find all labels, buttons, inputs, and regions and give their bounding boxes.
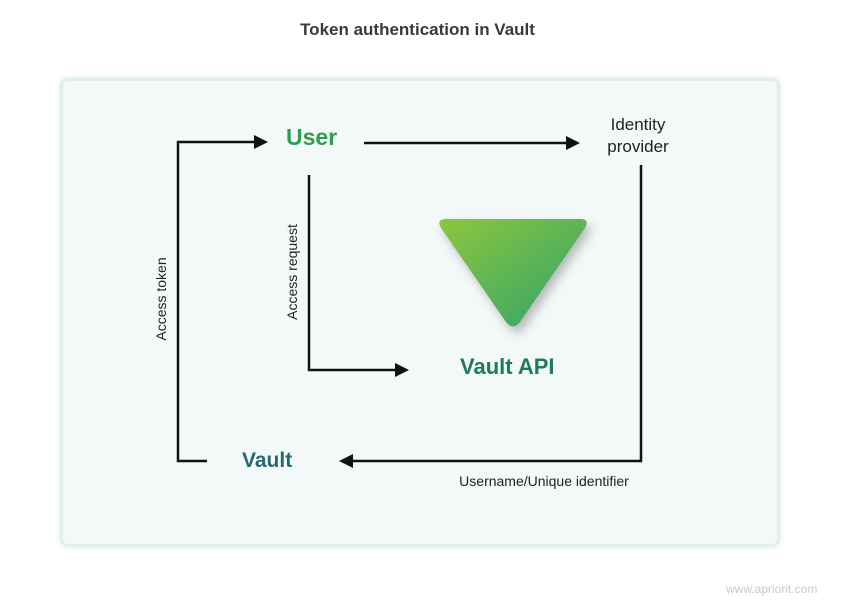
vault-node: Vault — [242, 449, 293, 472]
watermark-text: www.apriorit.com — [726, 582, 818, 596]
vault-api-node: Vault API — [460, 354, 555, 379]
arrow-user-to-identity-provider — [364, 136, 580, 150]
arrow-vault-to-user — [176, 135, 268, 463]
arrow-identity-provider-to-vault — [339, 165, 643, 468]
identity-provider-node: Identity provider — [607, 115, 669, 156]
arrow-user-to-vault-api — [307, 175, 409, 377]
vault-triangle-icon — [439, 219, 587, 327]
diagram-title: Token authentication in Vault — [300, 20, 535, 39]
access-request-label: Access request — [284, 224, 300, 320]
diagram-panel — [60, 78, 780, 547]
username-identifier-label: Username/Unique identifier — [459, 473, 629, 489]
access-token-label: Access token — [153, 257, 169, 341]
user-node: User — [286, 124, 338, 150]
